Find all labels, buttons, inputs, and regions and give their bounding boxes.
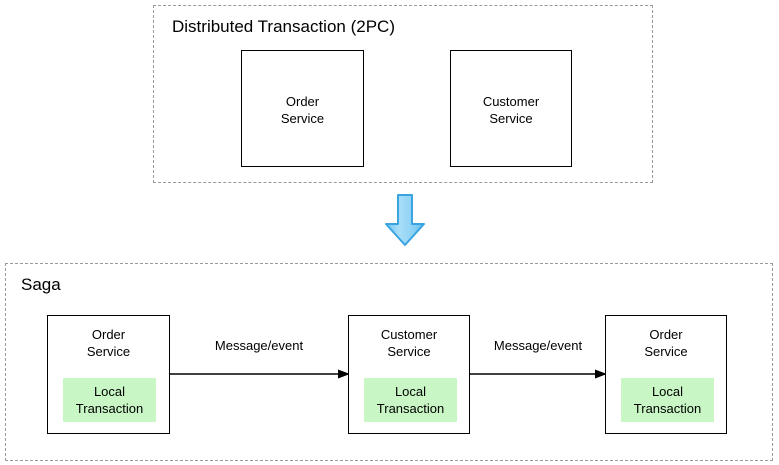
connector-arrow-1 [170, 367, 350, 379]
group-saga-title: Saga [21, 275, 61, 294]
service-box-label: Customer Service [482, 94, 540, 126]
service-box-order-service-top[interactable]: Order Service [241, 50, 364, 167]
local-transaction-chip: Local Transaction [621, 378, 714, 422]
service-box-customer-service-2[interactable]: Customer Service Local Transaction [348, 315, 470, 434]
service-box-label: Order Service [86, 327, 131, 359]
connector-label-1: Message/event [214, 338, 304, 353]
group-saga [5, 263, 773, 461]
service-box-customer-service-top[interactable]: Customer Service [450, 50, 572, 167]
group-distributed-transaction [153, 5, 653, 183]
local-transaction-chip: Local Transaction [364, 378, 457, 422]
connector-label-2: Message/event [493, 338, 583, 353]
down-arrow-icon [383, 193, 427, 247]
service-box-label: Customer Service [380, 327, 438, 359]
service-box-label: Order Service [280, 94, 325, 126]
group-distributed-transaction-title: Distributed Transaction (2PC) [172, 17, 395, 36]
local-transaction-chip: Local Transaction [63, 378, 156, 422]
service-box-label: Order Service [644, 327, 688, 359]
service-box-order-service-3[interactable]: Order Service Local Transaction [605, 315, 727, 434]
service-box-order-service-1[interactable]: Order Service Local Transaction [47, 315, 170, 434]
connector-arrow-2 [470, 367, 607, 379]
